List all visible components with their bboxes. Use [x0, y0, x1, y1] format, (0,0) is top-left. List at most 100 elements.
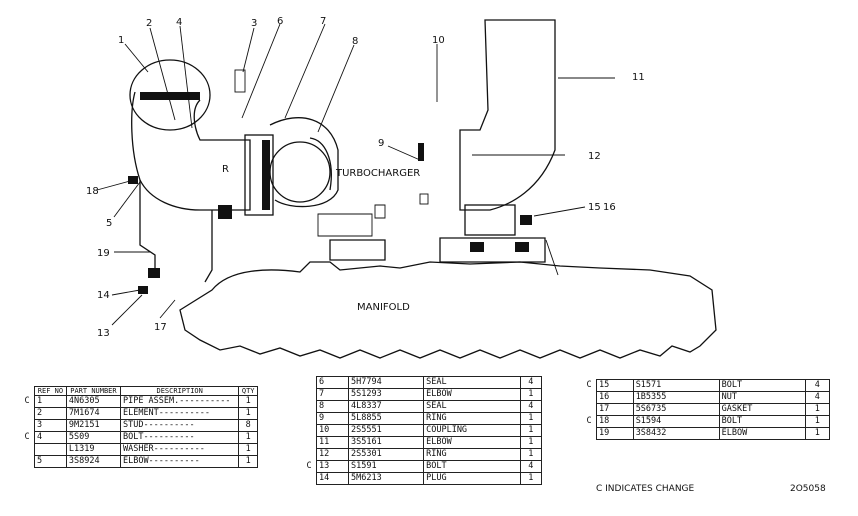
plug	[138, 286, 148, 294]
cell-chg	[302, 401, 317, 413]
cell-qty: 1	[238, 443, 258, 456]
col-qty-header: QTY	[238, 386, 258, 396]
cell-chg	[302, 473, 317, 485]
leader-lines	[96, 23, 615, 326]
cell-part: 3S5161	[348, 436, 425, 449]
cell-chg	[20, 408, 35, 420]
seal	[262, 140, 270, 210]
cell-part: 7M1674	[65, 407, 121, 420]
callout: 2	[146, 18, 152, 29]
cell-ref: 16	[596, 391, 634, 404]
callout: 8	[352, 36, 358, 47]
cell-ref: 15	[596, 379, 634, 392]
cell-ref: 7	[315, 388, 350, 401]
cell-desc: WASHER----------	[119, 443, 240, 456]
air-cleaner-element	[129, 59, 211, 131]
cell-chg	[302, 449, 317, 461]
cell-qty: 4	[519, 400, 543, 413]
drain-elbow	[139, 180, 156, 275]
callout: 4	[176, 17, 182, 28]
cell-ref: 11	[315, 436, 350, 449]
cell-part: 9M2151	[65, 419, 121, 432]
exhaust-flange	[329, 239, 386, 261]
cell-qty: 1	[238, 395, 258, 408]
cell-qty: 1	[519, 448, 543, 461]
cell-part: 5M6213	[348, 472, 425, 485]
cell-part: 5S6735	[632, 403, 720, 416]
callout: 3	[251, 18, 257, 29]
callout: 14	[97, 290, 110, 301]
ring	[418, 143, 424, 161]
cell-part: 2S5551	[348, 424, 425, 437]
cell-part: 3S8924	[65, 455, 121, 468]
cell-ref	[34, 443, 67, 456]
callout: 5	[106, 218, 112, 229]
clamp-band	[140, 92, 200, 100]
callout: 12	[588, 151, 601, 162]
cell-chg: C	[586, 416, 592, 426]
cell-ref: 10	[315, 424, 350, 437]
coupling	[419, 193, 429, 205]
cell-desc: ELBOW----------	[119, 455, 240, 468]
cell-desc: GASKET	[718, 403, 806, 416]
pipe-flange	[244, 134, 274, 216]
bolt	[520, 215, 532, 225]
bolt	[515, 242, 529, 252]
cell-desc: PLUG	[423, 472, 521, 485]
cell-chg	[302, 437, 317, 449]
cell-desc: ELBOW	[423, 436, 521, 449]
cell-desc: PIPE ASSEM.----------	[119, 395, 240, 408]
callout: 10	[432, 35, 445, 46]
cell-desc: ELBOW	[718, 427, 806, 440]
cell-ref: 17	[596, 403, 634, 416]
cell-qty: 1	[519, 388, 543, 401]
cell-ref: 9	[315, 412, 350, 425]
cell-desc: ELBOW	[423, 388, 521, 401]
cell-chg	[582, 404, 597, 416]
callout: 7	[320, 16, 326, 27]
cell-chg	[582, 392, 597, 404]
cell-part: 5L8855	[348, 412, 425, 425]
col-ref-header: REF NO	[34, 386, 67, 396]
stud	[234, 69, 246, 93]
callout: 15	[588, 202, 601, 213]
drawing-number: 2O5058	[790, 484, 826, 494]
callout: 6	[277, 16, 283, 27]
cell-ref: 19	[596, 427, 634, 440]
cell-ref: 14	[315, 472, 350, 485]
cell-desc: NUT	[718, 391, 806, 404]
callout: 9	[378, 138, 384, 149]
cell-desc: BOLT	[718, 415, 806, 428]
cell-part: 4N6305	[65, 395, 121, 408]
cell-ref: 8	[315, 400, 350, 413]
callout: 1	[118, 35, 124, 46]
callout: 17	[154, 322, 167, 333]
change-note: C INDICATES CHANGE	[596, 484, 695, 494]
cell-qty: 1	[238, 431, 258, 444]
cell-qty: 1	[519, 472, 543, 485]
cell-desc: BOLT	[718, 379, 806, 392]
cell-qty: 1	[238, 455, 258, 468]
cell-part: L1319	[65, 443, 121, 456]
cell-ref: 4	[34, 431, 67, 444]
cell-qty: 1	[238, 407, 258, 420]
cell-qty: 1	[519, 412, 543, 425]
callout: 11	[632, 72, 645, 83]
cell-part: 3S8432	[632, 427, 720, 440]
turbocharger-inlet	[269, 141, 331, 203]
cell-chg	[20, 456, 35, 468]
